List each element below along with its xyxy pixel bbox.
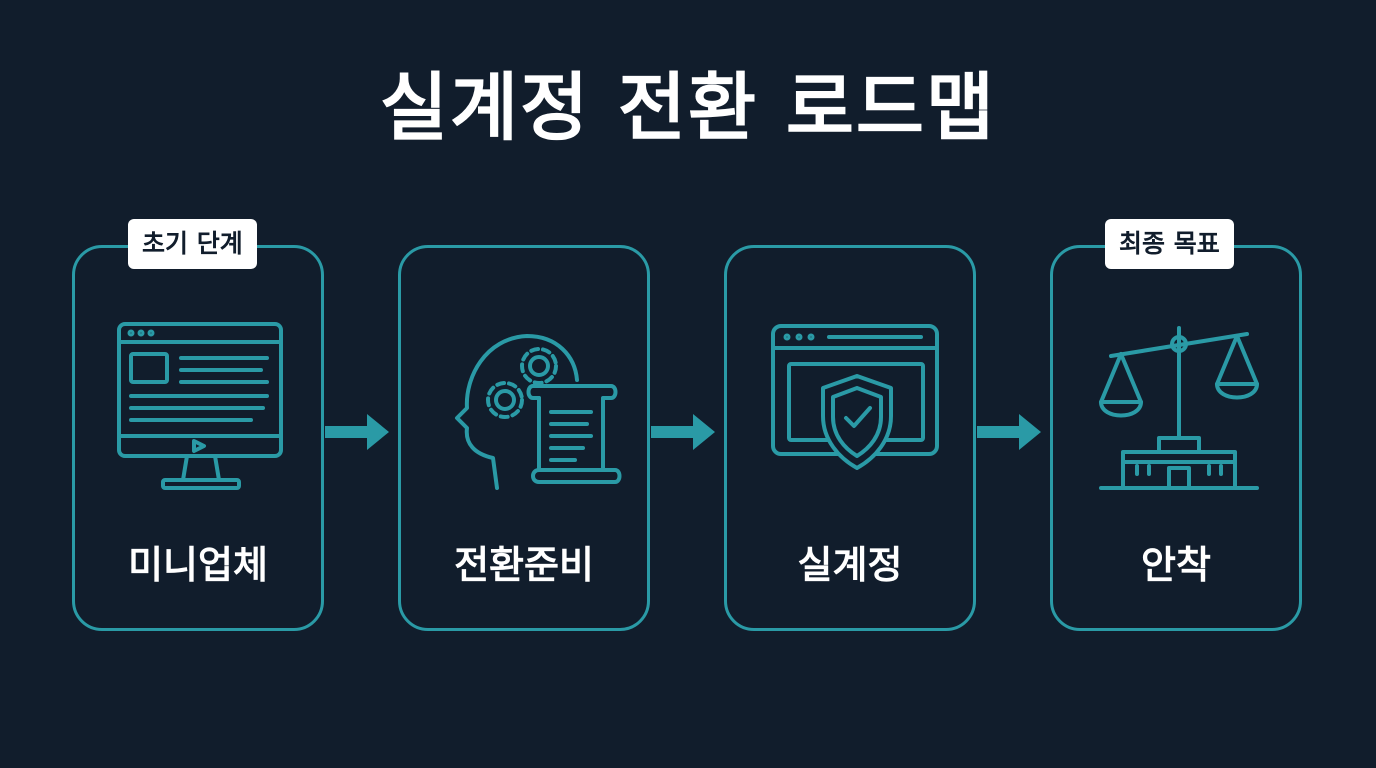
scales-building-icon — [1099, 326, 1259, 490]
gear-icon — [520, 347, 558, 385]
arrow-right-icon — [977, 414, 1041, 450]
browser-shield-check-icon — [771, 324, 939, 470]
step-label-4: 안착 — [1141, 543, 1211, 587]
goal-badge: 최종 목표 — [1105, 219, 1234, 269]
gear-icon — [486, 381, 524, 419]
step-label-3: 실계정 — [797, 543, 903, 587]
step-card-4: 안착 — [1050, 245, 1302, 631]
check-icon — [844, 406, 872, 428]
arrow-right-icon — [651, 414, 715, 450]
step-label-1: 미니업체 — [128, 543, 268, 587]
step-card-2: 전환준비 — [398, 245, 650, 631]
start-badge: 초기 단계 — [128, 219, 257, 269]
arrow-right-icon — [325, 414, 389, 450]
step-card-1: 미니업체 — [72, 245, 324, 631]
step-label-2: 전환준비 — [454, 543, 594, 587]
head-gears-document-icon — [455, 334, 622, 490]
monitor-icon — [117, 322, 283, 490]
page-title: 실계정 전환 로드맵 — [379, 65, 997, 151]
step-card-3: 실계정 — [724, 245, 976, 631]
